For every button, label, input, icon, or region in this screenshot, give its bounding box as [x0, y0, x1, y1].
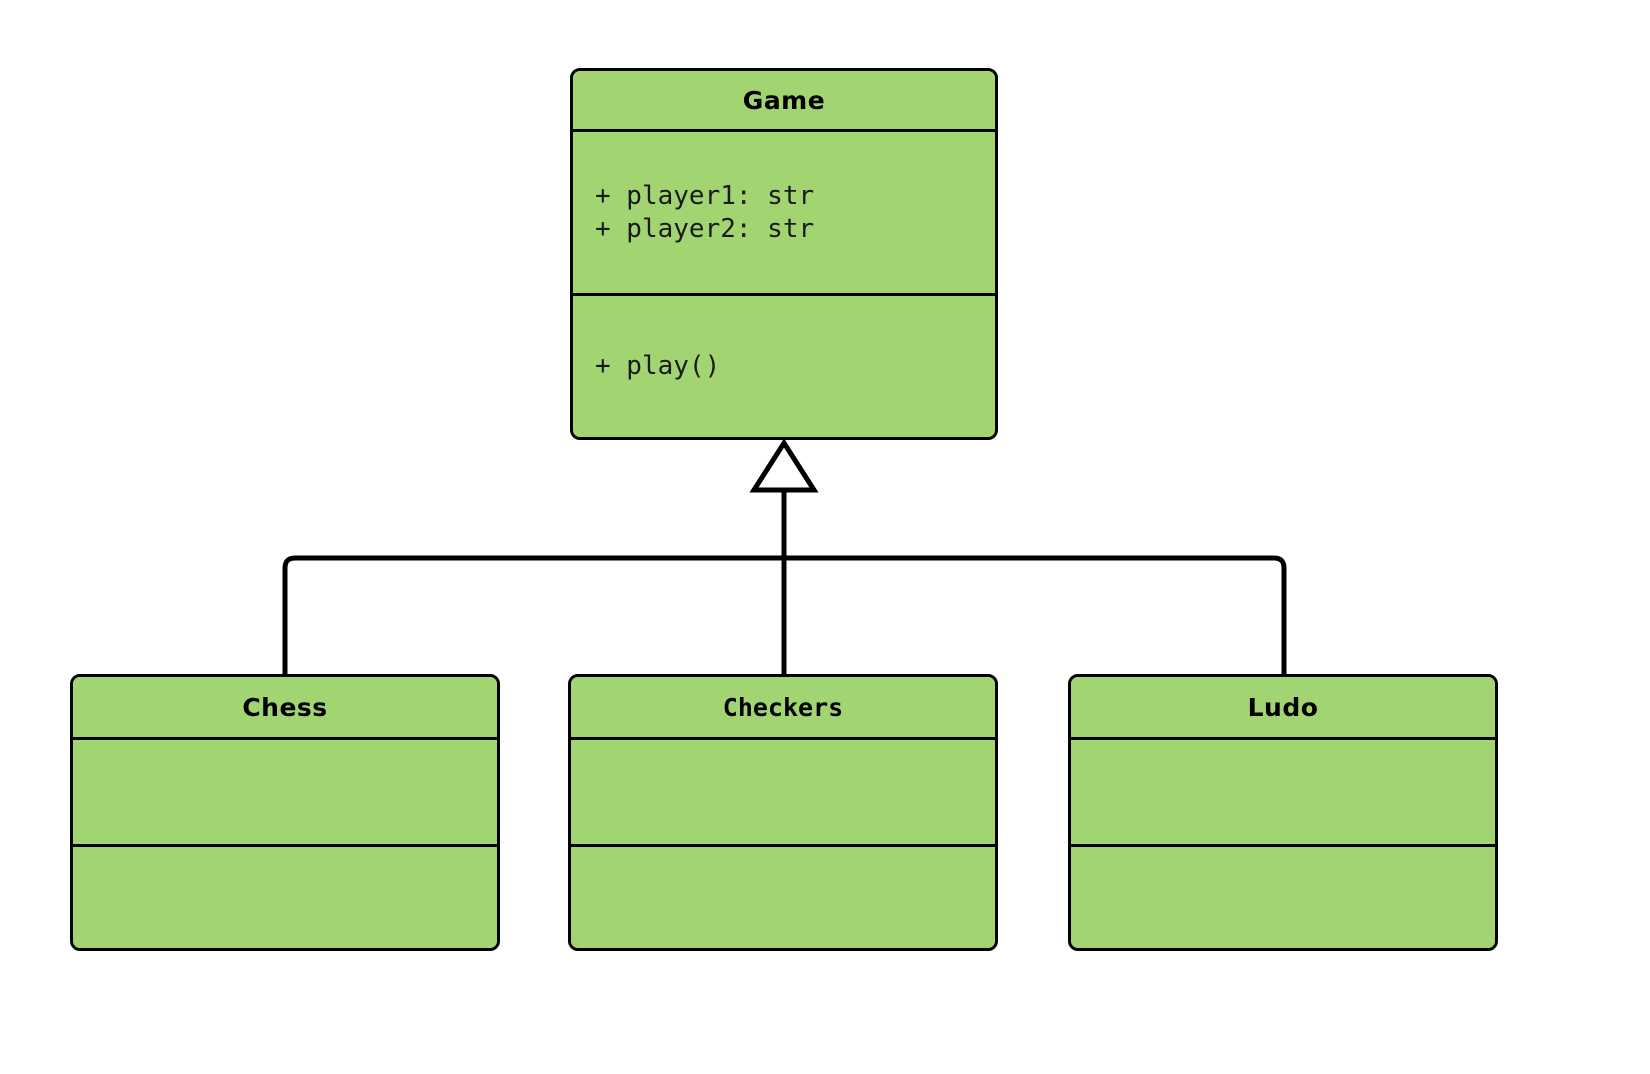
- class-box-checkers[interactable]: Checkers: [568, 674, 998, 951]
- class-methods-compartment-checkers: [571, 844, 995, 948]
- class-title-compartment-chess: Chess: [73, 677, 497, 737]
- class-attributes-compartment-checkers: [571, 737, 995, 844]
- generalization-triangle-arrowhead: [749, 438, 819, 493]
- class-name-chess: Chess: [242, 692, 328, 722]
- method-list-game: + play(): [573, 296, 995, 437]
- attribute-item: + player2: str: [595, 213, 815, 244]
- class-box-game[interactable]: Game + player1: str + player2: str + pla…: [570, 68, 998, 440]
- class-title-compartment-checkers: Checkers: [571, 677, 995, 737]
- class-methods-compartment-chess: [73, 844, 497, 948]
- attribute-list-ludo: [1071, 740, 1495, 844]
- class-title-compartment-game: Game: [573, 71, 995, 129]
- attribute-list-checkers: [571, 740, 995, 844]
- method-list-checkers: [571, 847, 995, 948]
- method-list-chess: [73, 847, 497, 948]
- class-name-game: Game: [742, 85, 826, 115]
- class-attributes-compartment-game: + player1: str + player2: str: [573, 129, 995, 293]
- attribute-item: + player1: str: [595, 180, 815, 211]
- class-title-compartment-ludo: Ludo: [1071, 677, 1495, 737]
- class-methods-compartment-game: + play(): [573, 293, 995, 437]
- class-attributes-compartment-ludo: [1071, 737, 1495, 844]
- class-box-chess[interactable]: Chess: [70, 674, 500, 951]
- attribute-list-chess: [73, 740, 497, 844]
- class-box-ludo[interactable]: Ludo: [1068, 674, 1498, 951]
- method-list-ludo: [1071, 847, 1495, 948]
- method-item: + play(): [595, 351, 721, 381]
- class-name-ludo: Ludo: [1247, 692, 1319, 722]
- class-methods-compartment-ludo: [1071, 844, 1495, 948]
- class-name-checkers: Checkers: [722, 692, 844, 722]
- class-attributes-compartment-chess: [73, 737, 497, 844]
- attribute-list-game: + player1: str + player2: str: [573, 132, 995, 293]
